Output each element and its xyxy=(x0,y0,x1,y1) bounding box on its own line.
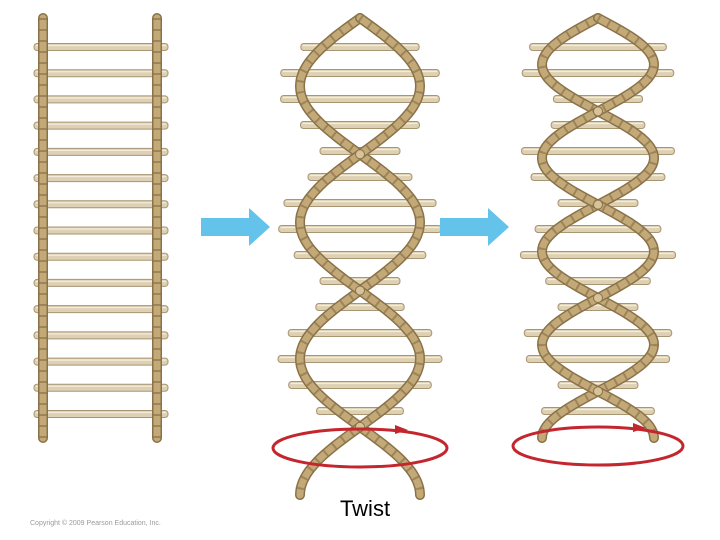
twist-ring xyxy=(511,425,685,467)
ladder-rung xyxy=(33,331,169,340)
ladder-rung xyxy=(33,305,169,314)
copyright-notice: Copyright © 2009 Pearson Education, Inc. xyxy=(30,520,161,527)
ladder-rung xyxy=(33,278,169,287)
twist-ring xyxy=(271,427,449,469)
twist-arrowhead-icon xyxy=(633,423,646,432)
ladder-rung xyxy=(33,226,169,235)
strand-crossing xyxy=(593,293,603,303)
ladder-rung xyxy=(33,357,169,366)
ladder-rung xyxy=(33,200,169,209)
ladder-rung xyxy=(33,252,169,261)
caption-twist: Twist xyxy=(339,496,391,521)
twist-arrowhead-icon xyxy=(395,425,408,434)
ladder-rung xyxy=(33,147,169,156)
twisted-ladder-loose xyxy=(271,13,449,500)
ladder-rung xyxy=(33,410,169,418)
twisted-ladder-tight xyxy=(511,13,685,467)
strand-crossing xyxy=(593,106,603,117)
ladder-rung xyxy=(33,43,169,51)
ladder-rung xyxy=(33,69,169,78)
ladder-rung xyxy=(33,95,169,104)
ladder-rung xyxy=(319,277,401,285)
strand-crossing xyxy=(593,199,603,210)
right-arrow-icon xyxy=(201,208,270,246)
untwisted-ladder xyxy=(33,13,169,443)
right-arrow-icon xyxy=(440,208,509,246)
ladder-rung xyxy=(33,121,169,130)
ladder-rung xyxy=(33,383,169,392)
strand-crossing xyxy=(355,285,365,296)
strand-crossing xyxy=(593,386,603,397)
ladder-rung xyxy=(33,174,169,183)
strand-crossing xyxy=(355,149,365,160)
